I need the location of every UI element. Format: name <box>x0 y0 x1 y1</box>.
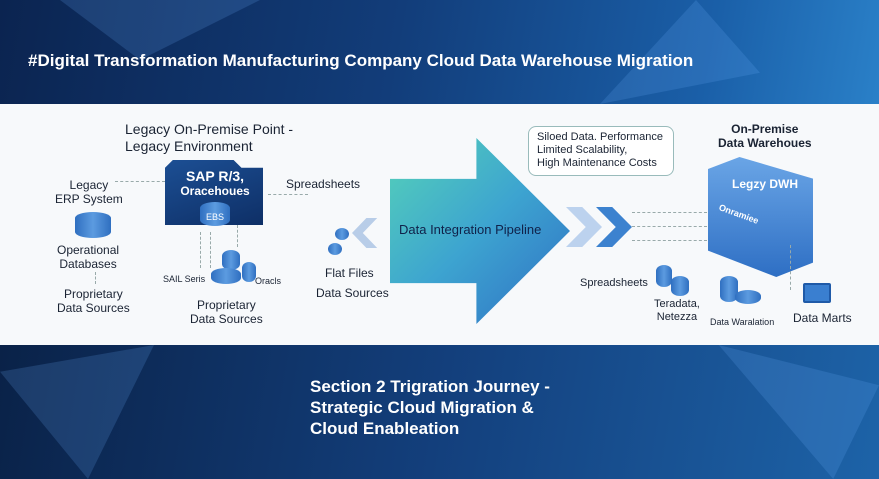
connector <box>95 272 96 284</box>
legacy-dwh-cube <box>708 157 813 277</box>
database-icon <box>735 290 761 304</box>
connector <box>632 226 707 227</box>
database-icon <box>242 262 256 282</box>
decorative-polygon <box>718 345 879 479</box>
data-marts-label: Data Marts <box>793 311 852 325</box>
database-icon <box>335 228 349 240</box>
database-icon <box>656 265 672 287</box>
database-icon <box>671 276 689 296</box>
cube-label: Legzy DWH <box>732 177 798 191</box>
legacy-heading: Legacy On-Premise Point -Legacy Environm… <box>125 121 294 154</box>
spreadsheets-left-label: Spreadsheets <box>286 177 361 191</box>
data-waralation-label: Data Waralation <box>710 317 775 327</box>
connector <box>790 245 791 290</box>
pipeline-label: Data Integration Pipeline <box>399 222 542 237</box>
teradata-label: Teradata,Netezza <box>654 298 700 323</box>
connector <box>632 212 707 213</box>
flat-files-label: Flat Files <box>325 266 374 280</box>
section-banner <box>0 345 879 479</box>
sail-label: SAIL Seris <box>163 274 206 284</box>
data-sources-label: Data Sources <box>316 286 389 300</box>
callout-box <box>528 126 674 176</box>
spreadsheets-right-label: Spreadsheets <box>580 277 648 289</box>
connector <box>237 225 238 247</box>
connector <box>210 232 211 268</box>
database-icon <box>211 268 241 284</box>
database-icon <box>222 250 240 270</box>
decorative-polygon <box>0 345 154 479</box>
section-title: Section 2 Trigration Journey -Strategic … <box>310 377 550 438</box>
database-icon <box>75 212 111 238</box>
database-icon <box>720 276 738 302</box>
oracls-label: Oracls <box>255 276 282 286</box>
database-icon <box>328 243 342 255</box>
connector <box>268 194 308 195</box>
ebs-database-icon <box>200 202 230 226</box>
data-marts-icon <box>803 283 831 303</box>
connector <box>115 181 165 182</box>
page-title: #Digital Transformation Manufacturing Co… <box>28 51 694 70</box>
sap-label: SAP R/3,Oracehoues <box>180 168 250 199</box>
connector <box>632 240 707 241</box>
header-banner <box>0 0 879 104</box>
ebs-label: EBS <box>205 212 224 222</box>
connector <box>200 232 201 268</box>
